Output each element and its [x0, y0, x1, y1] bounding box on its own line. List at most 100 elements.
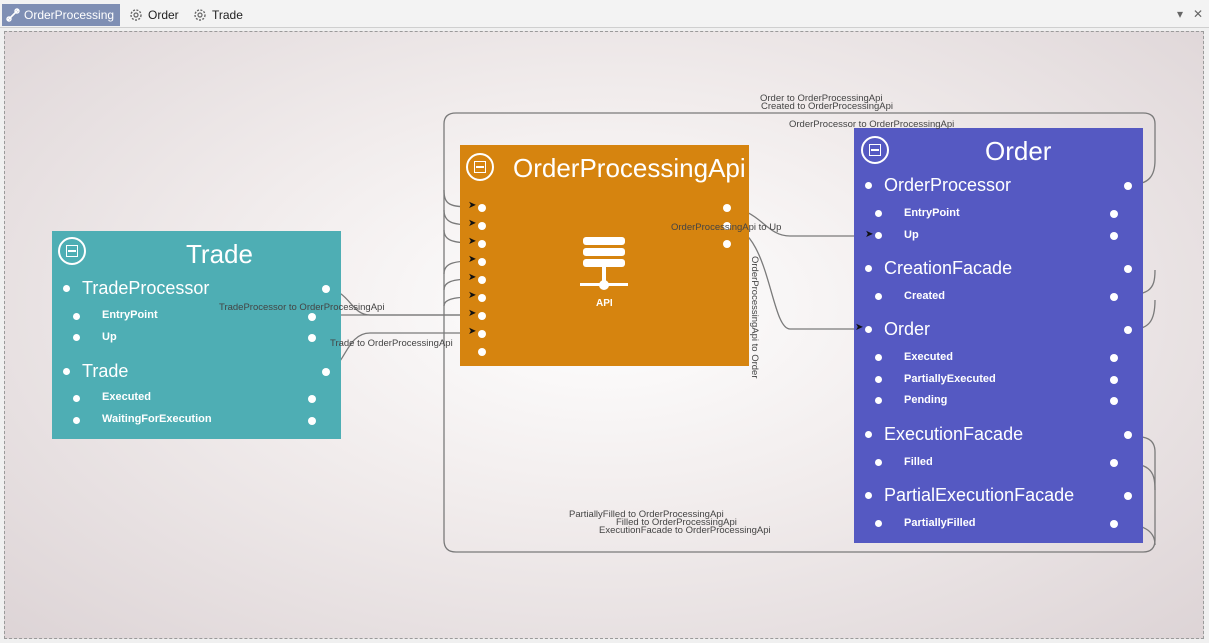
item-label: Created — [904, 290, 945, 302]
connection-label[interactable]: Trade to OrderProcessingApi — [330, 338, 453, 349]
group-port[interactable] — [322, 285, 330, 293]
connection-label[interactable]: ExecutionFacade to OrderProcessingApi — [599, 525, 771, 536]
output-port[interactable] — [723, 222, 731, 230]
input-port[interactable] — [478, 312, 486, 320]
arrowhead-icon: ➤ — [468, 272, 477, 283]
connection-label[interactable]: Created to OrderProcessingApi — [761, 101, 894, 112]
arrowhead-icon: ➤ — [468, 200, 477, 211]
node-title: Trade — [186, 239, 253, 269]
collapse-button[interactable] — [58, 237, 86, 265]
output-port[interactable] — [723, 204, 731, 212]
group-label: Trade — [82, 361, 129, 381]
collapse-icon — [869, 144, 881, 156]
group-bullet — [865, 492, 872, 499]
item-bullet — [875, 520, 882, 527]
item-label: Executed — [102, 391, 151, 403]
item-port[interactable] — [1110, 376, 1118, 384]
group-port[interactable] — [1124, 492, 1132, 500]
item-label: Filled — [904, 456, 933, 468]
item-label: PartiallyFilled — [904, 517, 976, 529]
group-label: CreationFacade — [884, 258, 1013, 278]
group-port[interactable] — [1124, 265, 1132, 273]
connection-label[interactable]: PartiallyFilled to OrderProcessingApi — [569, 509, 724, 520]
input-port[interactable] — [478, 258, 486, 266]
close-icon[interactable]: ✕ — [1193, 7, 1204, 21]
arrowhead-icon: ➤ — [855, 322, 864, 333]
item-bullet — [875, 459, 882, 466]
group-bullet — [865, 326, 872, 333]
arrowhead-icon: ➤ — [468, 218, 477, 229]
group-label: OrderProcessor — [884, 175, 1012, 195]
api-server-icon — [580, 237, 628, 290]
arrowhead-icon: ➤ — [468, 236, 477, 247]
item-bullet — [73, 417, 80, 424]
input-port[interactable] — [478, 222, 486, 230]
input-port[interactable] — [478, 276, 486, 284]
item-label: EntryPoint — [904, 207, 960, 219]
item-port[interactable] — [308, 313, 316, 321]
item-port[interactable] — [1110, 520, 1118, 528]
item-port[interactable] — [308, 417, 316, 425]
group-port[interactable] — [1124, 431, 1132, 439]
group-port[interactable] — [1124, 326, 1132, 334]
dropdown-icon[interactable]: ▾ — [1177, 7, 1184, 21]
arrowhead-icon: ➤ — [468, 290, 477, 301]
group-port[interactable] — [322, 368, 330, 376]
item-bullet — [73, 395, 80, 402]
input-port[interactable] — [478, 294, 486, 302]
node-title: Order — [985, 136, 1052, 166]
connection-label[interactable]: Order to OrderProcessingApi — [760, 93, 883, 104]
input-port[interactable] — [478, 330, 486, 338]
input-port[interactable] — [478, 348, 486, 356]
arrowhead-icon: ➤ — [468, 254, 477, 265]
item-label: WaitingForExecution — [102, 413, 212, 425]
item-port[interactable] — [308, 334, 316, 342]
tab-orderprocessing[interactable]: OrderProcessing — [2, 4, 120, 26]
trade-node[interactable]: Trade TradeProcessor EntryPoint Up Trade… — [52, 231, 341, 439]
group-bullet — [63, 368, 70, 375]
connection-label[interactable]: OrderProcessor to OrderProcessingApi — [789, 119, 955, 130]
connection-label[interactable]: OrderProcessingApi to Order — [749, 256, 760, 379]
collapse-icon — [474, 161, 486, 173]
item-port[interactable] — [1110, 459, 1118, 467]
arrowhead-icon: ➤ — [468, 308, 477, 319]
item-port[interactable] — [1110, 232, 1118, 240]
group-bullet — [865, 265, 872, 272]
connection-label[interactable]: TradeProcessor to OrderProcessingApi — [219, 302, 385, 313]
tab-order[interactable]: Order — [124, 4, 187, 26]
orderprocessingapi-node[interactable]: OrderProcessingApi API — [460, 145, 749, 366]
collapse-button[interactable] — [861, 136, 889, 164]
item-bullet — [875, 354, 882, 361]
output-port[interactable] — [723, 240, 731, 248]
item-label: EntryPoint — [102, 309, 158, 321]
input-port[interactable] — [478, 204, 486, 212]
collapse-button[interactable] — [466, 153, 494, 181]
item-label: Pending — [904, 394, 948, 406]
item-port[interactable] — [1110, 354, 1118, 362]
input-port[interactable] — [478, 240, 486, 248]
group-port[interactable] — [1124, 182, 1132, 190]
group-label: PartialExecutionFacade — [884, 485, 1075, 505]
item-bullet — [73, 334, 80, 341]
item-bullet — [875, 376, 882, 383]
api-icon-label: API — [596, 298, 613, 309]
gear-icon — [128, 7, 144, 23]
collapse-icon — [66, 245, 78, 257]
arrowhead-icon: ➤ — [468, 326, 477, 337]
group-label: TradeProcessor — [82, 278, 210, 298]
order-node[interactable]: Order OrderProcessor EntryPoint Up Creat… — [854, 128, 1143, 543]
item-label: PartiallyExecuted — [904, 373, 996, 385]
item-port[interactable] — [1110, 293, 1118, 301]
item-bullet — [875, 397, 882, 404]
item-port[interactable] — [308, 395, 316, 403]
gear-icon — [192, 7, 208, 23]
item-bullet — [875, 293, 882, 300]
item-port[interactable] — [1110, 210, 1118, 218]
connection-label[interactable]: Filled to OrderProcessingApi — [616, 517, 737, 528]
item-label: Executed — [904, 351, 953, 363]
item-port[interactable] — [1110, 397, 1118, 405]
item-bullet — [875, 210, 882, 217]
tab-label: Trade — [212, 8, 243, 22]
connection-label[interactable]: OrderProcessingApi to Up — [671, 222, 782, 233]
tab-trade[interactable]: Trade — [188, 4, 251, 26]
